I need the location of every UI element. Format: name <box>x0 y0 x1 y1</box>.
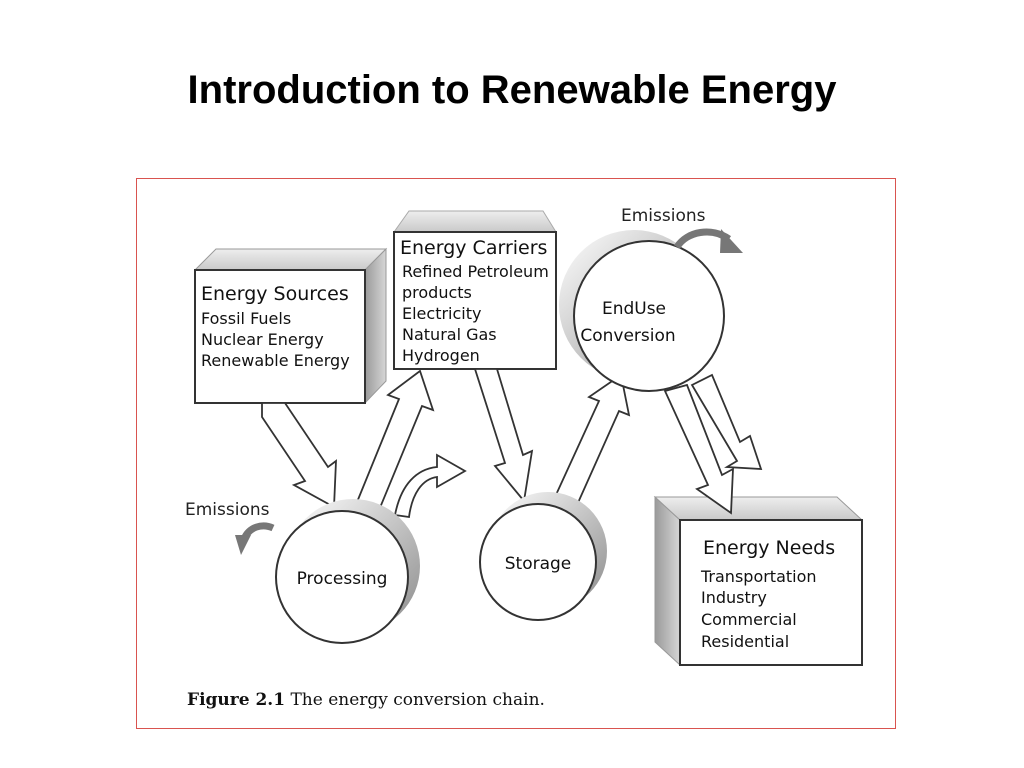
storage-circle: Storage <box>479 492 607 621</box>
energy-sources-box: Energy Sources Fossil Fuels Nuclear Ener… <box>193 247 388 405</box>
enduse-label-line1: EndUse <box>602 299 666 319</box>
energy-chain-diagram: Energy Sources Fossil Fuels Nuclear Ener… <box>185 206 864 710</box>
slide-title: Introduction to Renewable Energy <box>187 68 837 112</box>
emissions-top-label: Emissions <box>621 206 706 226</box>
energy-carriers-item: Natural Gas <box>402 325 497 344</box>
arrow-enduse-to-needs <box>663 383 734 515</box>
emissions-left-arrowhead <box>235 535 251 555</box>
energy-carriers-item: Hydrogen <box>402 346 480 365</box>
energy-needs-title: Energy Needs <box>703 537 835 559</box>
arrow-carriers-to-storage <box>473 368 534 504</box>
flow-arrows <box>261 368 763 519</box>
processing-label: Processing <box>297 569 388 589</box>
emissions-top-arrowhead <box>720 229 743 253</box>
energy-carriers-box: Energy Carriers Refined Petroleum produc… <box>393 210 557 370</box>
enduse-circle: EndUse Conversion <box>559 230 725 392</box>
enduse-label-line2: Conversion <box>580 326 675 346</box>
arrow-sources-to-processing <box>261 402 337 509</box>
energy-sources-title: Energy Sources <box>201 283 349 305</box>
energy-sources-item: Nuclear Energy <box>201 330 324 349</box>
arrow-enduse-out <box>690 373 763 470</box>
energy-needs-item: Residential <box>701 632 789 651</box>
energy-needs-item: Transportation <box>700 567 817 586</box>
energy-needs-box: Energy Needs Transportation Industry Com… <box>653 495 864 667</box>
storage-label: Storage <box>505 554 572 574</box>
processing-circle: Processing <box>275 499 420 644</box>
emissions-left-label: Emissions <box>185 500 270 520</box>
energy-needs-item: Commercial <box>701 610 797 629</box>
figure-caption: Figure 2.1 The energy conversion chain. <box>187 690 545 710</box>
arrow-storage-to-enduse <box>553 373 631 507</box>
energy-needs-item: Industry <box>701 588 767 607</box>
energy-carriers-item: Refined Petroleum <box>402 262 549 281</box>
energy-carriers-item: Electricity <box>402 304 481 323</box>
energy-carriers-title: Energy Carriers <box>400 237 547 259</box>
arrow-processing-to-carriers <box>353 369 435 517</box>
figure-caption-number: Figure 2.1 <box>187 690 285 710</box>
arrow-processing-out <box>393 453 467 519</box>
figure-caption-text: The energy conversion chain. <box>285 690 545 710</box>
energy-carriers-item: products <box>402 283 472 302</box>
energy-sources-item: Renewable Energy <box>201 351 350 370</box>
emissions-left: Emissions <box>185 500 275 555</box>
energy-sources-item: Fossil Fuels <box>201 309 291 328</box>
emissions-top: Emissions <box>621 206 743 253</box>
figure-frame: Energy Sources Fossil Fuels Nuclear Ener… <box>136 178 896 729</box>
